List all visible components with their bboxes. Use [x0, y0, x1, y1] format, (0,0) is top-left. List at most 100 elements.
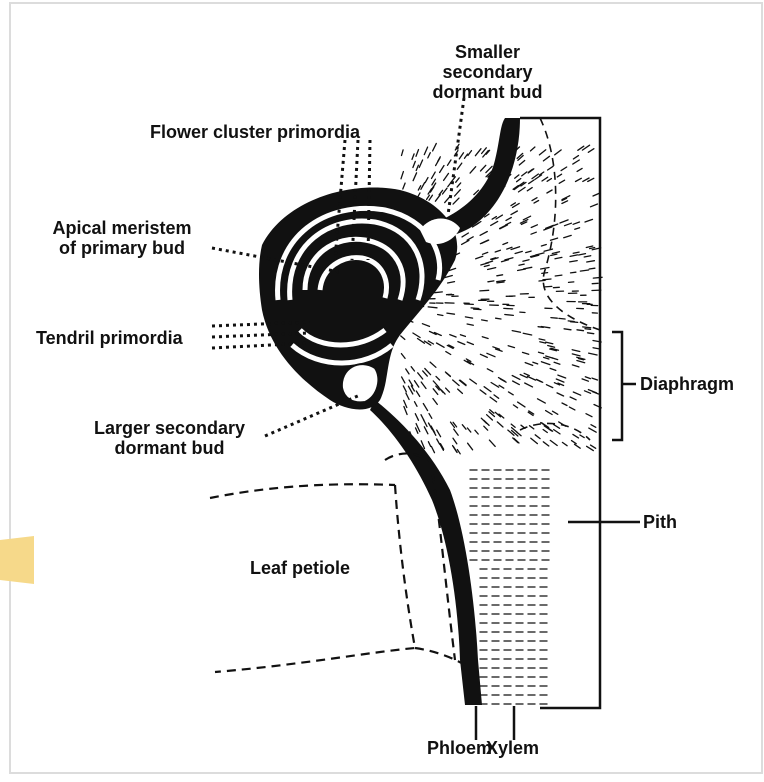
hatch-dash	[519, 264, 524, 265]
hatch-dash	[551, 238, 558, 240]
hatch-dash	[436, 376, 440, 380]
hatch-dash	[512, 331, 520, 333]
hatch-dash	[546, 385, 552, 388]
hatch-dash	[541, 362, 550, 365]
hatch-dash	[557, 393, 564, 396]
hatch-dash	[490, 397, 497, 402]
hatch-dash	[573, 434, 579, 438]
hatch-dash	[467, 237, 473, 240]
hatch-dash	[423, 371, 428, 376]
hatch-dash	[589, 268, 595, 269]
hatch-dash	[557, 174, 561, 177]
label-smaller-secondary-bud: Smaller secondary dormant bud	[420, 42, 555, 102]
hatch-dash	[539, 352, 544, 353]
hatch-dash	[569, 282, 574, 283]
hatch-dash	[518, 402, 525, 407]
hatch-dash	[522, 172, 527, 176]
petiole-lower-edge	[215, 485, 415, 672]
label-larger-line1: Larger secondary	[72, 418, 267, 438]
hatch-dash	[508, 346, 514, 348]
hatch-dash	[467, 324, 473, 325]
label-smaller-line1: Smaller	[420, 42, 555, 62]
hatch-dash	[570, 255, 577, 257]
hatch-dash	[454, 429, 459, 435]
hatch-dash	[573, 392, 580, 395]
hatch-dash	[550, 440, 557, 445]
hatch-dash	[444, 173, 449, 180]
hatch-dash	[562, 201, 568, 204]
hatch-dash	[579, 254, 586, 255]
hatch-dash	[533, 362, 538, 364]
hatch-dash	[590, 248, 595, 249]
hatch-dash	[564, 235, 572, 237]
label-smaller-line2: secondary	[420, 62, 555, 82]
hatch-dash	[519, 187, 526, 192]
hatch-dash	[555, 257, 562, 258]
hatch-dash	[525, 383, 533, 387]
hatch-dash	[562, 403, 567, 406]
hatch-dash	[494, 395, 499, 398]
hatch-dash	[428, 307, 437, 308]
hatch-dash	[591, 445, 596, 448]
hatch-dash	[523, 216, 530, 220]
hatch-dash	[569, 407, 575, 410]
hatch-dash	[539, 339, 545, 340]
hatch-dash	[543, 442, 549, 446]
hatch-dash	[470, 379, 477, 384]
hatch-dash	[585, 219, 593, 222]
hatch-dash	[561, 167, 567, 171]
hatch-dash	[580, 270, 588, 271]
hatch-dash	[459, 153, 463, 159]
hatch-dash	[462, 425, 466, 430]
hatch-dash	[550, 368, 556, 370]
hatch-dash	[511, 211, 517, 215]
hatch-dash	[415, 402, 418, 407]
hatch-dash	[401, 336, 405, 340]
hatch-dash	[577, 168, 582, 171]
hatch-dash	[554, 430, 560, 434]
hatch-dash	[460, 335, 465, 337]
hatch-dash	[535, 435, 540, 439]
label-pith: Pith	[643, 512, 677, 532]
hatch-dash	[471, 308, 479, 309]
hatch-dash	[542, 177, 548, 181]
hatch-dash	[453, 198, 459, 204]
hatch-dash	[586, 246, 593, 248]
hatch-dash	[484, 387, 491, 392]
hatch-dash	[506, 218, 511, 221]
hatch-dash	[572, 354, 580, 356]
hatch-dash	[413, 333, 420, 338]
hatch-dash	[429, 414, 432, 419]
hatch-dash	[475, 430, 478, 434]
hatch-dash	[539, 280, 545, 281]
hatch-dash	[497, 275, 503, 276]
hatch-dash	[421, 382, 426, 389]
hatch-dash	[523, 352, 529, 354]
hatch-dash	[492, 258, 498, 260]
hatch-dash	[505, 315, 514, 316]
hatch-dash	[418, 373, 423, 379]
hatch-dash	[424, 427, 428, 434]
hatch-dash	[560, 220, 568, 223]
petiole-upper-edge	[210, 484, 395, 498]
hatch-dash	[416, 428, 418, 433]
hatch-dash	[575, 228, 580, 230]
hatch-dash	[512, 376, 520, 380]
hatch-dash	[551, 254, 557, 255]
hatch-dash	[572, 350, 580, 352]
hatch-dash	[415, 414, 418, 421]
hatch-dash	[450, 335, 456, 337]
hatch-dash	[573, 160, 580, 164]
hatch-dash	[481, 165, 486, 171]
hatch-dash	[446, 352, 451, 355]
hatch-dash	[413, 173, 417, 181]
hatch-dash	[421, 183, 425, 190]
hatch-dash	[416, 165, 418, 170]
hatch-dash	[592, 378, 598, 380]
hatch-dash	[402, 377, 405, 383]
hatch-dash	[456, 178, 460, 182]
hatch-dash	[529, 180, 534, 184]
hatch-dash	[572, 365, 579, 367]
label-larger-secondary-bud: Larger secondary dormant bud	[72, 418, 267, 458]
hatch-dash	[406, 369, 409, 374]
